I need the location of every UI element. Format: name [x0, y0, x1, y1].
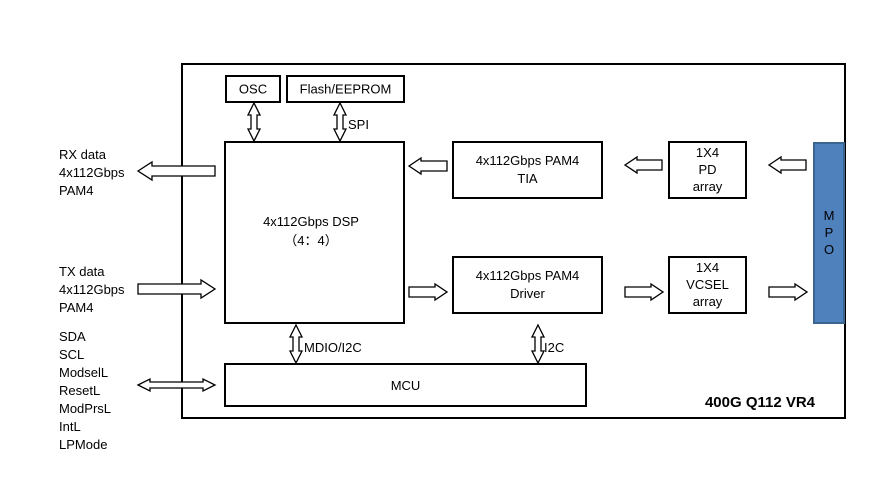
- tia-label: 4x112Gbps PAM4: [476, 153, 580, 168]
- tia-label: TIA: [517, 171, 538, 186]
- rx-label-line: 4x112Gbps: [59, 165, 125, 180]
- dsp-label: 4x112Gbps DSP: [263, 214, 359, 229]
- vcsel-array-label: VCSEL: [686, 277, 729, 292]
- osc-dsp-arrow: [246, 101, 262, 143]
- mcu-label: MCU: [391, 378, 421, 393]
- flash-eeprom-label: Flash/EEPROM: [300, 82, 392, 97]
- tx-input-arrow: [137, 278, 217, 300]
- osc-label: OSC: [239, 82, 267, 97]
- pd-array-block: [668, 141, 747, 199]
- pd-array-label: PD: [698, 162, 716, 177]
- flash-eeprom-block: [286, 75, 405, 103]
- mgmt-signal: ResetL: [59, 383, 101, 398]
- mgmt-bidirectional-arrow: [136, 377, 217, 393]
- mpo-label-letter: P: [825, 225, 834, 240]
- dsp-ratio-label: （4：4）: [284, 233, 337, 248]
- mgmt-signal: SCL: [59, 347, 85, 362]
- driver-vcsel-arrow: [624, 282, 665, 302]
- mpo-label-letter: M: [824, 208, 835, 223]
- mpo-label-letter: O: [824, 242, 834, 257]
- flash-dsp-spi-arrow: [332, 101, 348, 143]
- rx-label-line: RX data: [59, 147, 106, 162]
- spi-link-label: SPI: [348, 117, 369, 132]
- i2c-link-label: I2C: [544, 340, 564, 355]
- driver-label: 4x112Gbps PAM4: [476, 268, 580, 283]
- rx-data-label: RX data 4x112Gbps PAM4: [59, 146, 125, 200]
- mdio-i2c-link-label: MDIO/I2C: [304, 340, 362, 355]
- driver-block: [452, 256, 603, 314]
- mcu-block: [224, 363, 587, 407]
- tia-dsp-arrow: [407, 156, 448, 176]
- rx-output-arrow: [136, 160, 216, 182]
- vcsel-array-label: array: [693, 294, 723, 309]
- tx-label-line: 4x112Gbps: [59, 282, 125, 297]
- driver-mcu-i2c-arrow: [530, 323, 546, 365]
- pd-array-label: array: [693, 179, 723, 194]
- rx-label-line: PAM4: [59, 183, 94, 198]
- mgmt-signal: IntL: [59, 419, 81, 434]
- osc-block: [225, 75, 281, 103]
- driver-label: Driver: [510, 286, 545, 301]
- mgmt-signal: SDA: [59, 329, 86, 344]
- mpo-pd-arrow: [767, 155, 807, 175]
- mgmt-signal: LPMode: [59, 437, 108, 452]
- pd-tia-arrow: [623, 155, 663, 175]
- dsp-driver-arrow: [408, 282, 449, 302]
- dsp-block: [224, 141, 405, 324]
- management-signals-label: SDA SCL ModselL ResetL ModPrsL IntL LPMo…: [59, 328, 111, 454]
- tx-label-line: TX data: [59, 264, 105, 279]
- tia-block: [452, 141, 603, 199]
- tx-data-label: TX data 4x112Gbps PAM4: [59, 263, 125, 317]
- mgmt-signal: ModselL: [59, 365, 109, 380]
- arrows: [136, 101, 809, 393]
- mpo-connector: [813, 142, 845, 324]
- dsp-mcu-mdio-arrow: [288, 323, 304, 365]
- pd-array-label: 1X4: [696, 145, 719, 160]
- mgmt-signal: ModPrsL: [59, 401, 112, 416]
- vcsel-array-block: [668, 256, 747, 314]
- vcsel-mpo-arrow: [768, 282, 809, 302]
- vcsel-array-label: 1X4: [696, 260, 719, 275]
- tx-label-line: PAM4: [59, 300, 94, 315]
- module-title: 400G Q112 VR4: [705, 394, 816, 411]
